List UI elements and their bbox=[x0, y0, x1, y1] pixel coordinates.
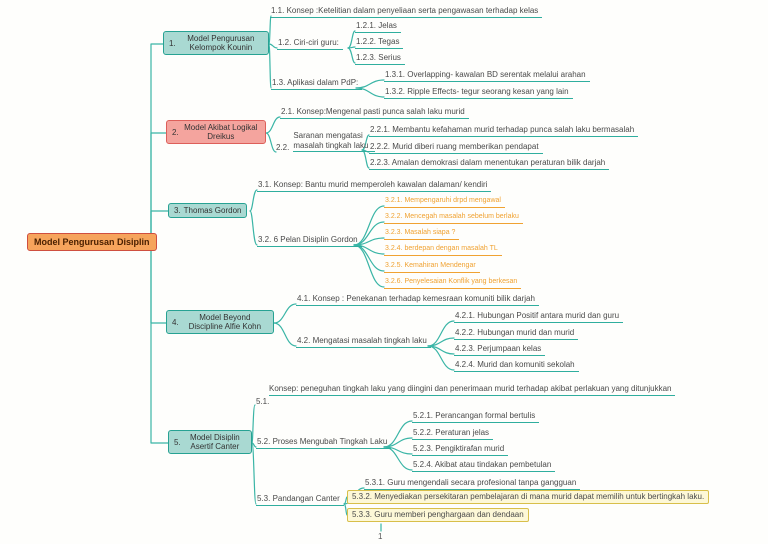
branch-title: Model Akibat Logikal Dreikus bbox=[184, 123, 258, 142]
node-5-1-label: Konsep: peneguhan tingkah laku yang diin… bbox=[269, 384, 675, 396]
node-1-2: 1.2. Ciri-ciri guru: bbox=[277, 38, 343, 50]
node-2-1: 2.1. Konsep:Mengenal pasti punca salah l… bbox=[280, 107, 469, 119]
branch-number: 4. bbox=[172, 317, 179, 327]
branch-title: Thomas Gordon bbox=[183, 206, 242, 215]
branch-title: Model Beyond Discipline Alfie Kohn bbox=[188, 313, 262, 332]
node-3-2-5: 3.2.5. Kemahiran Mendengar bbox=[384, 262, 480, 273]
node-3-1: 3.1. Konsep: Bantu murid memperoleh kawa… bbox=[257, 180, 492, 192]
node-4-2-3: 4.2.3. Perjumpaan kelas bbox=[454, 344, 546, 356]
node-1-2-3: 1.2.3. Serius bbox=[355, 53, 405, 65]
node-5-2-3: 5.2.3. Pengiktirafan murid bbox=[412, 444, 509, 456]
node-5-2-4: 5.2.4. Akibat atau tindakan pembetulan bbox=[412, 460, 556, 472]
node-5-3-3: 5.3.3. Guru memberi penghargaan dan dend… bbox=[347, 508, 529, 522]
root-node: Model Pengurusan Disiplin bbox=[27, 233, 157, 251]
node-4-2-2: 4.2.2. Hubungan murid dan murid bbox=[454, 328, 579, 340]
branch-title: Model Pengurusan Kelompok Kounin bbox=[187, 34, 255, 53]
branch-number: 5. bbox=[174, 437, 181, 447]
node-3-2-2: 3.2.2. Mencegah masalah sebelum berlaku bbox=[384, 213, 523, 224]
node-4-2-1: 4.2.1. Hubungan Positif antara murid dan… bbox=[454, 311, 624, 323]
node-2-2-3: 2.2.3. Amalan demokrasi dalam menentukan… bbox=[369, 158, 610, 170]
node-2-2-1: 2.2.1. Membantu kefahaman murid terhadap… bbox=[369, 125, 639, 137]
node-3-2-1: 3.2.1. Mempengaruhi drpd mengawal bbox=[384, 197, 505, 208]
page-number: 1 bbox=[378, 532, 383, 541]
node-5-2-1: 5.2.1. Perancangan formal bertulis bbox=[412, 411, 540, 423]
node-5-2: 5.2. Proses Mengubah Tingkah Laku bbox=[256, 437, 392, 449]
branch-node-dreikus: 2. Model Akibat Logikal Dreikus bbox=[166, 120, 266, 145]
node-3-2-3: 3.2.3. Masalah siapa ? bbox=[384, 229, 460, 240]
node-5-3: 5.3. Pandangan Canter bbox=[256, 494, 344, 506]
node-3-2-6: 3.2.6. Penyelesaian Konflik yang berkesa… bbox=[384, 278, 522, 289]
node-4-2: 4.2. Mengatasi masalah tingkah laku bbox=[296, 336, 431, 348]
node-1-3-2: 1.3.2. Ripple Effects- tegur seorang kes… bbox=[384, 87, 573, 99]
node-3-2: 3.2. 6 Pelan Disiplin Gordon bbox=[257, 235, 362, 247]
node-4-1: 4.1. Konsep : Penekanan terhadap kemesra… bbox=[296, 294, 539, 306]
branch-number: 2. bbox=[172, 127, 179, 137]
node-3-2-4: 3.2.4. berdepan dengan masalah TL bbox=[384, 245, 502, 256]
node-2-2-number: 2.2. bbox=[276, 142, 290, 152]
node-5-2-2: 5.2.2. Peraturan jelas bbox=[412, 428, 494, 440]
node-5-3-2: 5.3.2. Menyediakan persekitaran pembelaj… bbox=[347, 490, 710, 504]
node-2-2-label: Saranan mengatasi masalah tingkah laku bbox=[293, 131, 376, 153]
node-1-3: 1.3. Aplikasi dalam PdP: bbox=[271, 78, 363, 90]
node-5-3-1: 5.3.1. Guru mengendali secara profesiona… bbox=[364, 478, 581, 490]
branch-node-canter: 5. Model Disiplin Asertif Canter bbox=[168, 430, 252, 455]
branch-title: Model Disiplin Asertif Canter bbox=[189, 433, 240, 452]
node-5-1-number: 5.1. bbox=[256, 396, 270, 406]
branch-node-kounin: 1. Model Pengurusan Kelompok Kounin bbox=[163, 31, 269, 56]
branch-number: 1. bbox=[169, 38, 176, 48]
node-1-2-2: 1.2.2. Tegas bbox=[355, 37, 404, 49]
node-1-1: 1.1. Konsep :Ketelitian dalam penyeliaan… bbox=[270, 6, 543, 18]
node-1-2-1: 1.2.1. Jelas bbox=[355, 21, 401, 33]
branch-number: 3. bbox=[174, 206, 181, 215]
node-4-2-4: 4.2.4. Murid dan komuniti sekolah bbox=[454, 360, 579, 372]
branch-node-kohn: 4. Model Beyond Discipline Alfie Kohn bbox=[166, 310, 274, 335]
branch-node-gordon: 3. Thomas Gordon bbox=[168, 203, 248, 219]
node-2-2-2: 2.2.2. Murid diberi ruang memberikan pen… bbox=[369, 142, 543, 154]
node-2-2: 2.2. Saranan mengatasi masalah tingkah l… bbox=[276, 131, 376, 153]
node-1-3-1: 1.3.1. Overlapping- kawalan BD serentak … bbox=[384, 70, 590, 82]
node-5-1: Konsep: peneguhan tingkah laku yang diin… bbox=[256, 384, 675, 406]
